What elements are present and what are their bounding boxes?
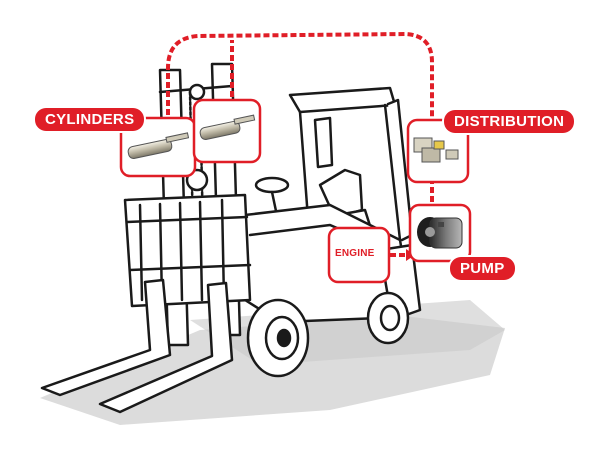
line-cylinders-to-distribution xyxy=(166,31,434,128)
engine-box xyxy=(327,226,391,284)
pump-box xyxy=(408,203,472,263)
label-pump: PUMP xyxy=(450,257,515,280)
cylinders-box-left xyxy=(119,116,197,178)
cylinders-box-right xyxy=(192,98,262,164)
hydraulic-cylinder-icon xyxy=(199,114,256,141)
hydraulic-cylinder-icon xyxy=(127,132,190,160)
label-engine: ENGINE xyxy=(335,248,375,259)
distribution-box xyxy=(406,118,470,184)
control-valve-icon xyxy=(413,137,459,163)
gear-pump-icon xyxy=(417,217,463,249)
label-distribution: DISTRIBUTION xyxy=(444,110,575,133)
forklift-illustration xyxy=(40,62,422,414)
label-cylinders: CYLINDERS xyxy=(35,108,145,131)
